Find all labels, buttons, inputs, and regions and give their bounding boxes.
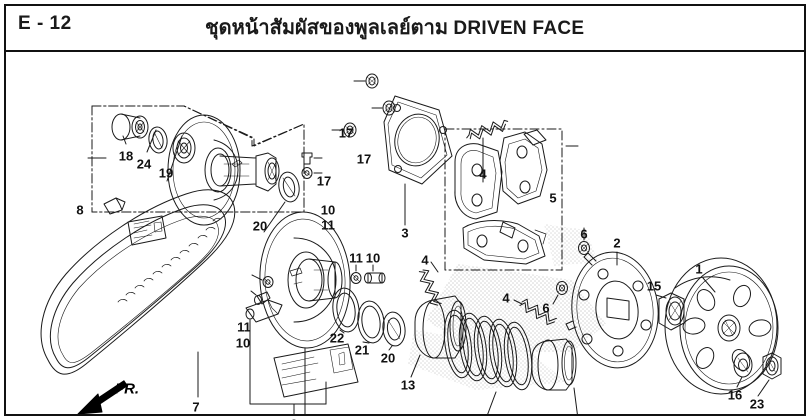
part-5-clutch-shoes [454, 129, 548, 265]
part-9-pin [245, 299, 283, 323]
part-11c-washer [262, 276, 274, 288]
leader-21 [362, 341, 370, 344]
group-5-boundary [444, 128, 563, 271]
callout-number-11: 11 [237, 319, 251, 335]
part-14-collar [531, 338, 577, 391]
part-1-clutch-drum [664, 257, 779, 395]
callout-number-4: 4 [502, 290, 510, 306]
leader-20a [263, 201, 286, 233]
part-10b-bolt [364, 272, 386, 284]
fr-arrow [77, 380, 128, 414]
leader-23 [757, 379, 770, 397]
part-22-ring [332, 287, 360, 333]
part-9-label [273, 343, 359, 398]
part-6-nuts [556, 241, 590, 295]
callout-number-7: 7 [192, 399, 200, 415]
page-title-english: DRIVEN FACE [453, 18, 585, 39]
callout-number-5: 5 [549, 190, 557, 206]
leader-11c [251, 274, 263, 281]
leader-4c [513, 299, 523, 305]
leader-1 [702, 277, 716, 293]
page-title-thai: ชุดหน้าสัมผัสของพูลเลย์ตาม [205, 17, 449, 39]
movable-driven-face [259, 211, 351, 349]
leader-19 [166, 135, 183, 182]
callout-number-24: 24 [136, 156, 152, 172]
part-16-washer [733, 352, 753, 378]
leader-18 [122, 135, 127, 145]
callout-number-20: 20 [380, 350, 396, 366]
part-3-plate [383, 95, 453, 185]
callout-number-9: 9 [290, 418, 297, 420]
part-18-bush [111, 113, 149, 141]
callout-number-4: 4 [421, 252, 429, 268]
fr-direction-label: FR. [114, 380, 140, 398]
group-8-outline [91, 105, 305, 213]
page-title: ชุดหน้าสัมผัสของพูลเลย์ตาม DRIVEN FACE [205, 11, 584, 43]
leader-6b [552, 294, 559, 305]
caution-label-small [127, 215, 167, 246]
part-17-bolts [343, 73, 396, 138]
part-24-seal [148, 126, 168, 154]
part-10a-bolt [301, 152, 313, 165]
callout-number-17: 17 [338, 125, 354, 141]
callout-number-16: 16 [727, 387, 743, 403]
callout-number-17: 17 [356, 151, 372, 167]
part-11a-washer [301, 167, 313, 179]
leader-15 [655, 294, 667, 299]
callout-number-13: 13 [400, 377, 416, 393]
part-7-vbelt [40, 189, 236, 375]
callout-number-21: 21 [354, 342, 370, 358]
exploded-diagram [6, 52, 804, 414]
callout-number-23: 23 [749, 396, 765, 412]
callout-number-11: 11 [321, 217, 335, 233]
callout-number-3: 3 [401, 225, 409, 241]
callout-number-18: 18 [118, 148, 134, 164]
page-border [4, 4, 806, 416]
part-2-driven-plate [565, 251, 659, 369]
leader-4b [430, 261, 439, 273]
leader-24 [146, 129, 157, 153]
leader-20b [388, 345, 393, 351]
part-20b-oring [382, 311, 406, 347]
header-divider [4, 50, 806, 52]
page-code: E - 12 [18, 13, 72, 34]
leader-12 [487, 391, 497, 414]
callout-number-10: 10 [235, 335, 251, 351]
callout-number-2: 2 [613, 235, 621, 251]
part-23-nut [762, 352, 782, 380]
fixed-driven-face [167, 114, 280, 226]
callout-number-15: 15 [646, 278, 662, 294]
callout-number-17: 17 [316, 173, 332, 189]
part-11b-washer [350, 272, 362, 284]
callout-number-6: 6 [580, 226, 588, 242]
callout-number-6: 6 [542, 300, 550, 316]
part-10c-bolt [254, 291, 271, 305]
leader-9-bracket-left [249, 319, 295, 414]
leader-16 [736, 376, 743, 388]
part-20a-oring [278, 171, 300, 203]
callout-number-4: 4 [479, 166, 487, 182]
leader-22 [339, 329, 345, 334]
callout-number-19: 19 [158, 165, 174, 181]
part-key [103, 197, 126, 215]
callout-number-11: 11 [349, 250, 363, 266]
leader-14 [573, 387, 578, 414]
callout-number-22: 22 [329, 330, 345, 346]
leader-13 [410, 354, 421, 378]
callout-number-10: 10 [320, 202, 336, 218]
part-12-spring [443, 309, 533, 391]
callout-number-10: 10 [365, 250, 381, 266]
leader-10c [250, 290, 257, 296]
part-13-seat [414, 295, 467, 359]
callout-number-20: 20 [252, 218, 268, 234]
callout-number-1: 1 [695, 261, 703, 277]
part-21-ring [357, 300, 385, 344]
callout-number-8: 8 [76, 202, 84, 218]
